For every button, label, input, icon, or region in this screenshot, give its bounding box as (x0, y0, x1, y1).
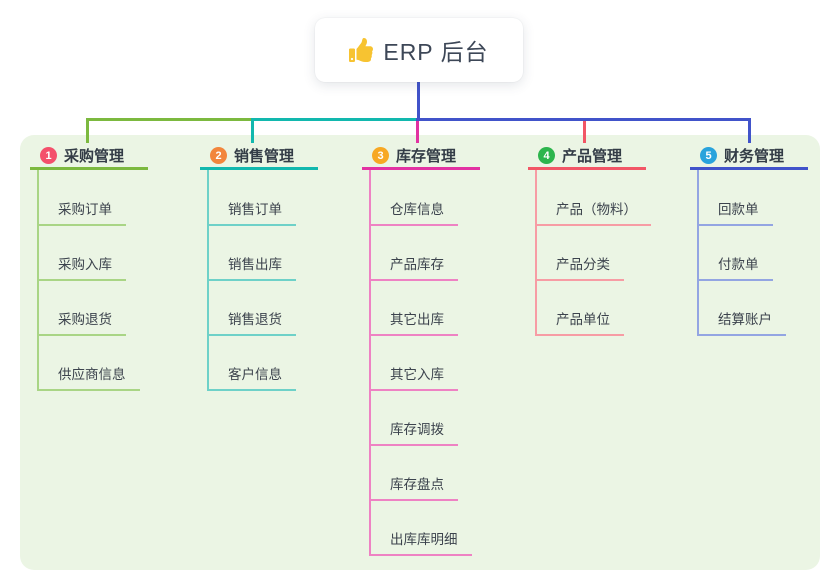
leaf-node[interactable]: 付款单 (699, 255, 773, 281)
branch-2: 2 销售管理销售订单销售出库销售退货客户信息 (200, 147, 318, 391)
thumbs-up-icon (349, 38, 374, 62)
leaf-node[interactable]: 供应商信息 (39, 365, 140, 391)
leaf-node[interactable]: 结算账户 (699, 310, 786, 336)
leaf-node[interactable]: 其它出库 (371, 310, 458, 336)
root-node[interactable]: ERP 后台 (315, 18, 523, 82)
branch-badge: 1 (40, 147, 57, 164)
connector-drop-2 (251, 118, 254, 143)
branch-header-3[interactable]: 3 库存管理 (362, 147, 480, 170)
leaf-node[interactable]: 库存盘点 (371, 475, 458, 501)
leaf-node[interactable]: 销售出库 (209, 255, 296, 281)
leaf-node[interactable]: 产品分类 (537, 255, 624, 281)
connector-drop-3 (416, 118, 419, 143)
branch-label: 财务管理 (724, 148, 785, 165)
branch-children: 仓库信息产品库存其它出库其它入库库存调拨库存盘点出库库明细 (369, 170, 472, 556)
branch-label: 产品管理 (562, 148, 623, 165)
branches-panel (20, 135, 820, 570)
branch-children: 采购订单采购入库采购退货供应商信息 (37, 170, 140, 391)
connector-root-stem (417, 82, 420, 120)
leaf-node[interactable]: 客户信息 (209, 365, 296, 391)
branch-badge: 2 (210, 147, 227, 164)
leaf-node[interactable]: 销售退货 (209, 310, 296, 336)
branch-1: 1 采购管理采购订单采购入库采购退货供应商信息 (30, 147, 148, 391)
branch-header-1[interactable]: 1 采购管理 (30, 147, 148, 170)
branch-badge: 5 (700, 147, 717, 164)
branch-5: 5 财务管理回款单付款单结算账户 (690, 147, 808, 336)
leaf-node[interactable]: 采购退货 (39, 310, 126, 336)
branch-badge: 4 (538, 147, 555, 164)
root-label: ERP 后台 (383, 39, 489, 65)
connector-rail-right (416, 118, 751, 121)
leaf-node[interactable]: 采购订单 (39, 200, 126, 226)
leaf-node[interactable]: 仓库信息 (371, 200, 458, 226)
branch-label: 采购管理 (64, 148, 125, 165)
leaf-node[interactable]: 采购入库 (39, 255, 126, 281)
leaf-node[interactable]: 产品单位 (537, 310, 624, 336)
branch-4: 4 产品管理产品（物料） 产品分类产品单位 (528, 147, 651, 336)
connector-drop-4 (583, 118, 586, 143)
connector-rail-left (86, 118, 253, 121)
branch-header-5[interactable]: 5 财务管理 (690, 147, 808, 170)
connector-drop-1 (86, 118, 89, 143)
leaf-node[interactable]: 其它入库 (371, 365, 458, 391)
leaf-node[interactable]: 产品（物料） (537, 200, 651, 226)
branch-label: 库存管理 (396, 148, 457, 165)
leaf-node[interactable]: 产品库存 (371, 255, 458, 281)
branch-children: 销售订单销售出库销售退货客户信息 (207, 170, 296, 391)
branch-badge: 3 (372, 147, 389, 164)
branch-header-4[interactable]: 4 产品管理 (528, 147, 646, 170)
connector-rail-mid (251, 118, 417, 121)
branch-header-2[interactable]: 2 销售管理 (200, 147, 318, 170)
leaf-node[interactable]: 出库库明细 (371, 530, 472, 556)
leaf-node[interactable]: 销售订单 (209, 200, 296, 226)
leaf-node[interactable]: 回款单 (699, 200, 773, 226)
branch-3: 3 库存管理仓库信息产品库存其它出库其它入库库存调拨库存盘点出库库明细 (362, 147, 480, 556)
connector-drop-5 (748, 118, 751, 143)
leaf-node[interactable]: 库存调拨 (371, 420, 458, 446)
branch-label: 销售管理 (234, 148, 295, 165)
branch-children: 产品（物料） 产品分类产品单位 (535, 170, 651, 336)
branch-children: 回款单付款单结算账户 (697, 170, 786, 336)
